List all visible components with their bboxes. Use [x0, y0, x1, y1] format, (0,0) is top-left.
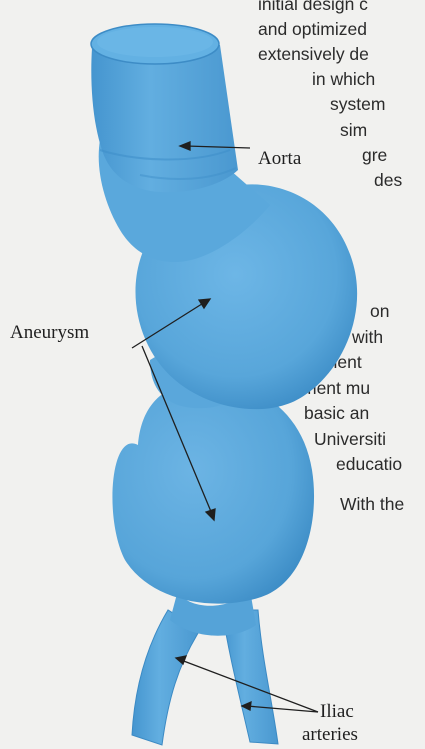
aorta-label: Aorta [258, 148, 301, 170]
aorta-body [91, 24, 357, 745]
aneurysm-label: Aneurysm [10, 322, 89, 344]
iliac-label-line2: arteries [302, 724, 358, 746]
iliac-label-line1: Iliac [320, 701, 354, 723]
